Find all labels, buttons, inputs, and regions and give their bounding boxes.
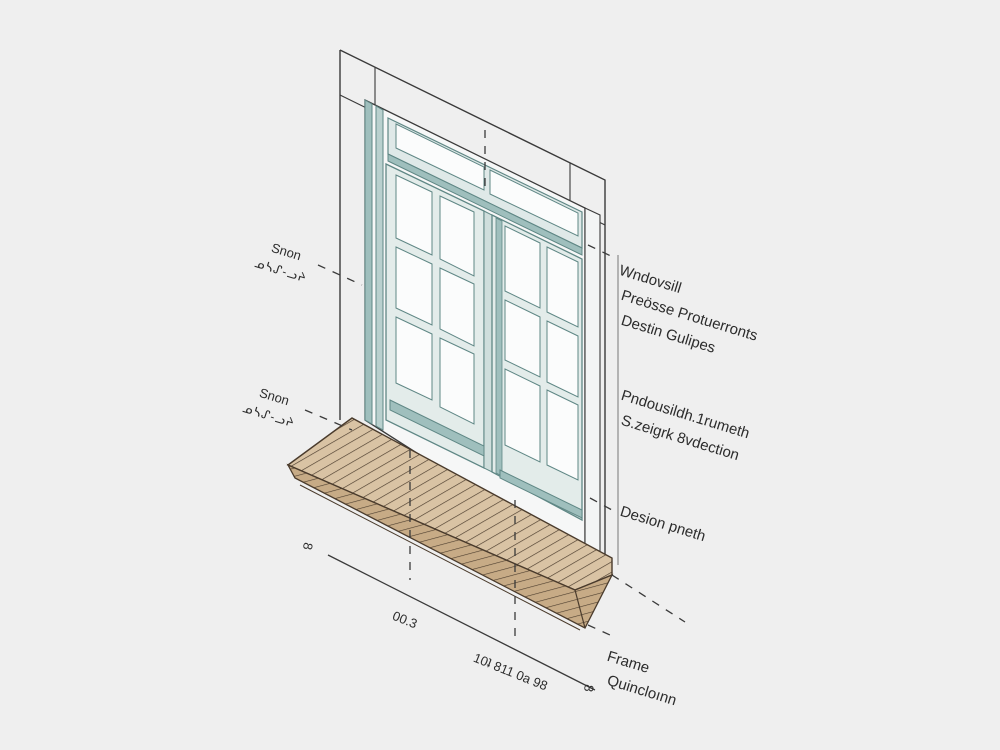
- window-frame: [364, 98, 601, 562]
- left-sash: [385, 162, 485, 470]
- leader-lines: [304, 130, 686, 640]
- right-sash: [491, 213, 583, 522]
- dimension-line: [327, 554, 596, 691]
- casing-outer-top: [339, 49, 606, 560]
